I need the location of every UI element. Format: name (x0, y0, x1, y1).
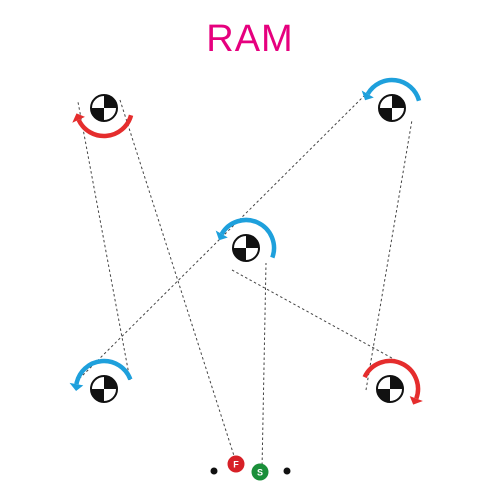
target-icon (232, 234, 260, 262)
finish-marker: F (227, 455, 245, 473)
rotation-arrowhead (361, 90, 374, 101)
station-top-right (361, 77, 422, 122)
rotation-arrowhead (72, 113, 85, 123)
course-path (77, 87, 413, 471)
station-center (215, 217, 277, 262)
target-icon (378, 94, 406, 122)
start-marker: S (251, 463, 269, 481)
start-marker-label: S (257, 468, 263, 478)
rotation-arrowhead (69, 382, 84, 391)
path-start-to-center (261, 262, 267, 471)
target-icon (90, 375, 118, 403)
target-icon (90, 94, 118, 122)
station-top-left (72, 94, 134, 139)
path-center-to-bottom-right (231, 269, 411, 369)
diagram-title: RAM (206, 18, 294, 60)
target-icon (376, 375, 404, 403)
finish-marker-label: F (233, 460, 239, 470)
path-top-right-to-bottom-left (77, 87, 373, 381)
start-finish-markers: F S (210, 455, 291, 481)
station-bottom-right (362, 358, 423, 405)
rotation-arc (76, 114, 134, 139)
path-bottom-right-to-top-right (365, 119, 413, 391)
path-bottom-left-to-top-left (77, 101, 131, 381)
rotation-arrowhead (409, 396, 423, 405)
station-bottom-left (69, 358, 133, 403)
rotation-arc (362, 358, 421, 400)
rotation-arc (74, 358, 133, 385)
rotation-arc (219, 217, 277, 259)
path-top-left-to-finish (119, 99, 237, 463)
rotation-arrowhead (215, 230, 228, 241)
right-dot (283, 467, 291, 475)
left-dot (210, 467, 218, 475)
rotation-arc (365, 77, 422, 102)
